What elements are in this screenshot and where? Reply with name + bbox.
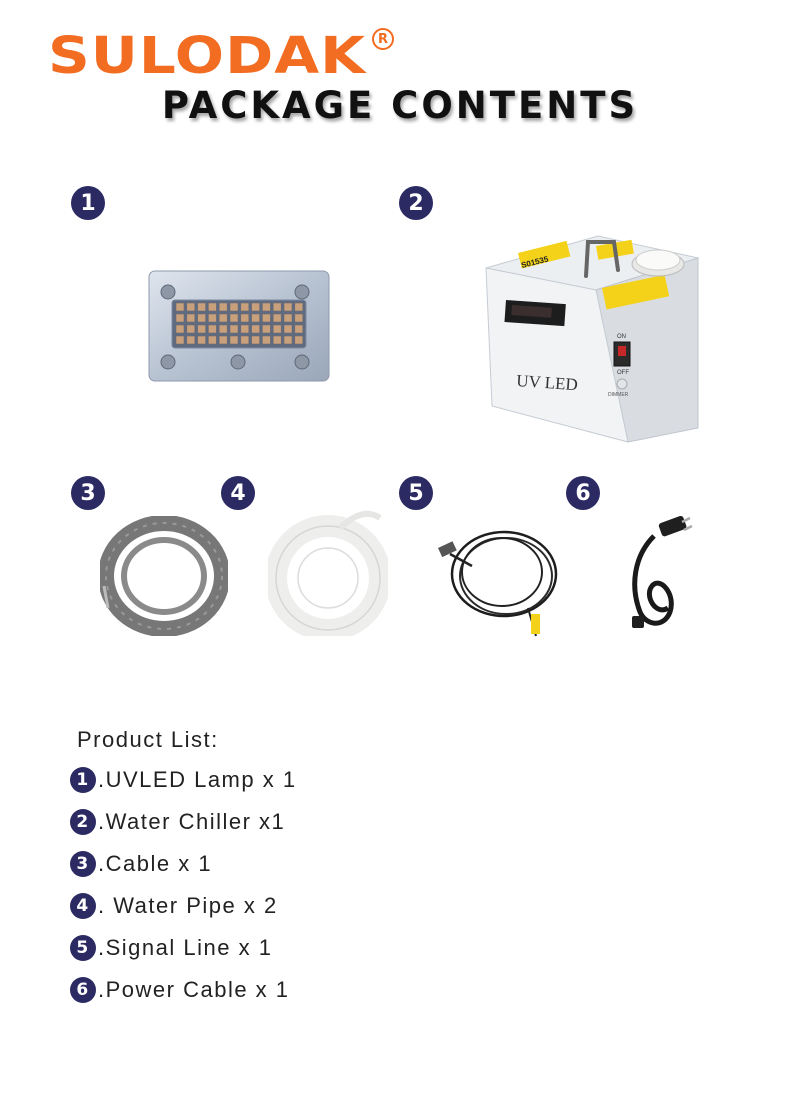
led-chip — [240, 335, 250, 345]
led-chip — [294, 313, 304, 323]
led-chip — [262, 313, 271, 323]
led-chip — [229, 324, 239, 334]
led-chip — [197, 324, 206, 334]
led-chip — [175, 302, 185, 312]
switch-off-label: OFF — [617, 370, 629, 376]
led-chip — [229, 313, 239, 323]
list-number-badge: 2 — [70, 809, 96, 835]
chiller-front-label: UV LED — [516, 371, 579, 394]
led-chip — [240, 313, 250, 323]
badge-6: 6 — [566, 476, 600, 510]
led-chip — [240, 302, 250, 312]
led-chip — [197, 302, 206, 312]
badge-4: 4 — [221, 476, 255, 510]
led-chip — [186, 335, 196, 345]
list-item-text: .Signal Line x 1 — [98, 935, 273, 960]
cable-coil-icon — [100, 516, 228, 636]
list-item: 2 .Water Chiller x1 — [70, 808, 285, 836]
led-chip — [186, 324, 196, 334]
led-chip — [186, 302, 196, 312]
list-number-badge: 3 — [70, 851, 96, 877]
led-chip — [262, 335, 271, 345]
led-chip — [251, 335, 260, 345]
led-chip — [262, 324, 271, 334]
led-chip — [283, 324, 293, 334]
led-chip — [175, 335, 185, 345]
list-number-badge: 4 — [70, 893, 96, 919]
led-chip — [294, 302, 304, 312]
list-item: 6 .Power Cable x 1 — [70, 976, 290, 1004]
led-chip — [251, 313, 260, 323]
led-chip — [208, 335, 217, 345]
list-item-text: .UVLED Lamp x 1 — [98, 767, 297, 792]
list-item-text: .Cable x 1 — [98, 851, 213, 876]
badge-2: 2 — [399, 186, 433, 220]
led-chip — [272, 302, 282, 312]
led-chip — [175, 324, 185, 334]
led-chip — [218, 302, 228, 312]
led-chip — [251, 324, 260, 334]
list-item: 1 .UVLED Lamp x 1 — [70, 766, 297, 794]
list-number-badge: 1 — [70, 767, 96, 793]
page-title: PACKAGE CONTENTS — [161, 84, 639, 127]
switch-on-label: ON — [617, 334, 626, 340]
list-number-badge: 5 — [70, 935, 96, 961]
list-item-text: .Water Chiller x1 — [98, 809, 286, 834]
led-chip — [175, 313, 185, 323]
led-chip — [262, 302, 271, 312]
led-chip — [218, 335, 228, 345]
led-chip — [251, 302, 260, 312]
badge-3: 3 — [71, 476, 105, 510]
badge-5: 5 — [399, 476, 433, 510]
list-item-text: . Water Pipe x 2 — [98, 893, 278, 918]
led-chip — [229, 335, 239, 345]
led-chip — [218, 313, 228, 323]
led-chip — [294, 335, 304, 345]
dimmer-label: DIMMER — [608, 392, 629, 398]
list-number-badge: 6 — [70, 977, 96, 1003]
led-chip — [283, 313, 293, 323]
badge-1: 1 — [71, 186, 105, 220]
uvled-lamp-icon — [148, 270, 330, 382]
led-chip — [218, 324, 228, 334]
led-chip — [272, 335, 282, 345]
list-item: 5 .Signal Line x 1 — [70, 934, 272, 962]
led-chip — [272, 313, 282, 323]
led-chip — [240, 324, 250, 334]
power-cable-icon — [632, 516, 693, 628]
led-chip — [186, 313, 196, 323]
led-chip — [294, 324, 304, 334]
led-chip — [208, 302, 217, 312]
brand-logo: SULODAK — [48, 25, 367, 86]
led-chip — [197, 313, 206, 323]
signal-line-icon — [438, 530, 558, 637]
water-chiller-icon: S01535 ON OFF DIMMER UV LED — [485, 235, 700, 443]
led-chip — [272, 324, 282, 334]
led-chip — [208, 324, 217, 334]
registered-mark: R — [372, 28, 394, 50]
led-chip — [208, 313, 217, 323]
led-chip — [197, 335, 206, 345]
product-list-title: Product List: — [77, 727, 219, 752]
list-item-text: .Power Cable x 1 — [98, 977, 290, 1002]
led-chip — [283, 302, 293, 312]
water-pipe-coil-icon — [268, 510, 388, 636]
led-chip — [229, 302, 239, 312]
led-chip — [283, 335, 293, 345]
list-item: 4 . Water Pipe x 2 — [70, 892, 278, 920]
list-item: 3 .Cable x 1 — [70, 850, 212, 878]
